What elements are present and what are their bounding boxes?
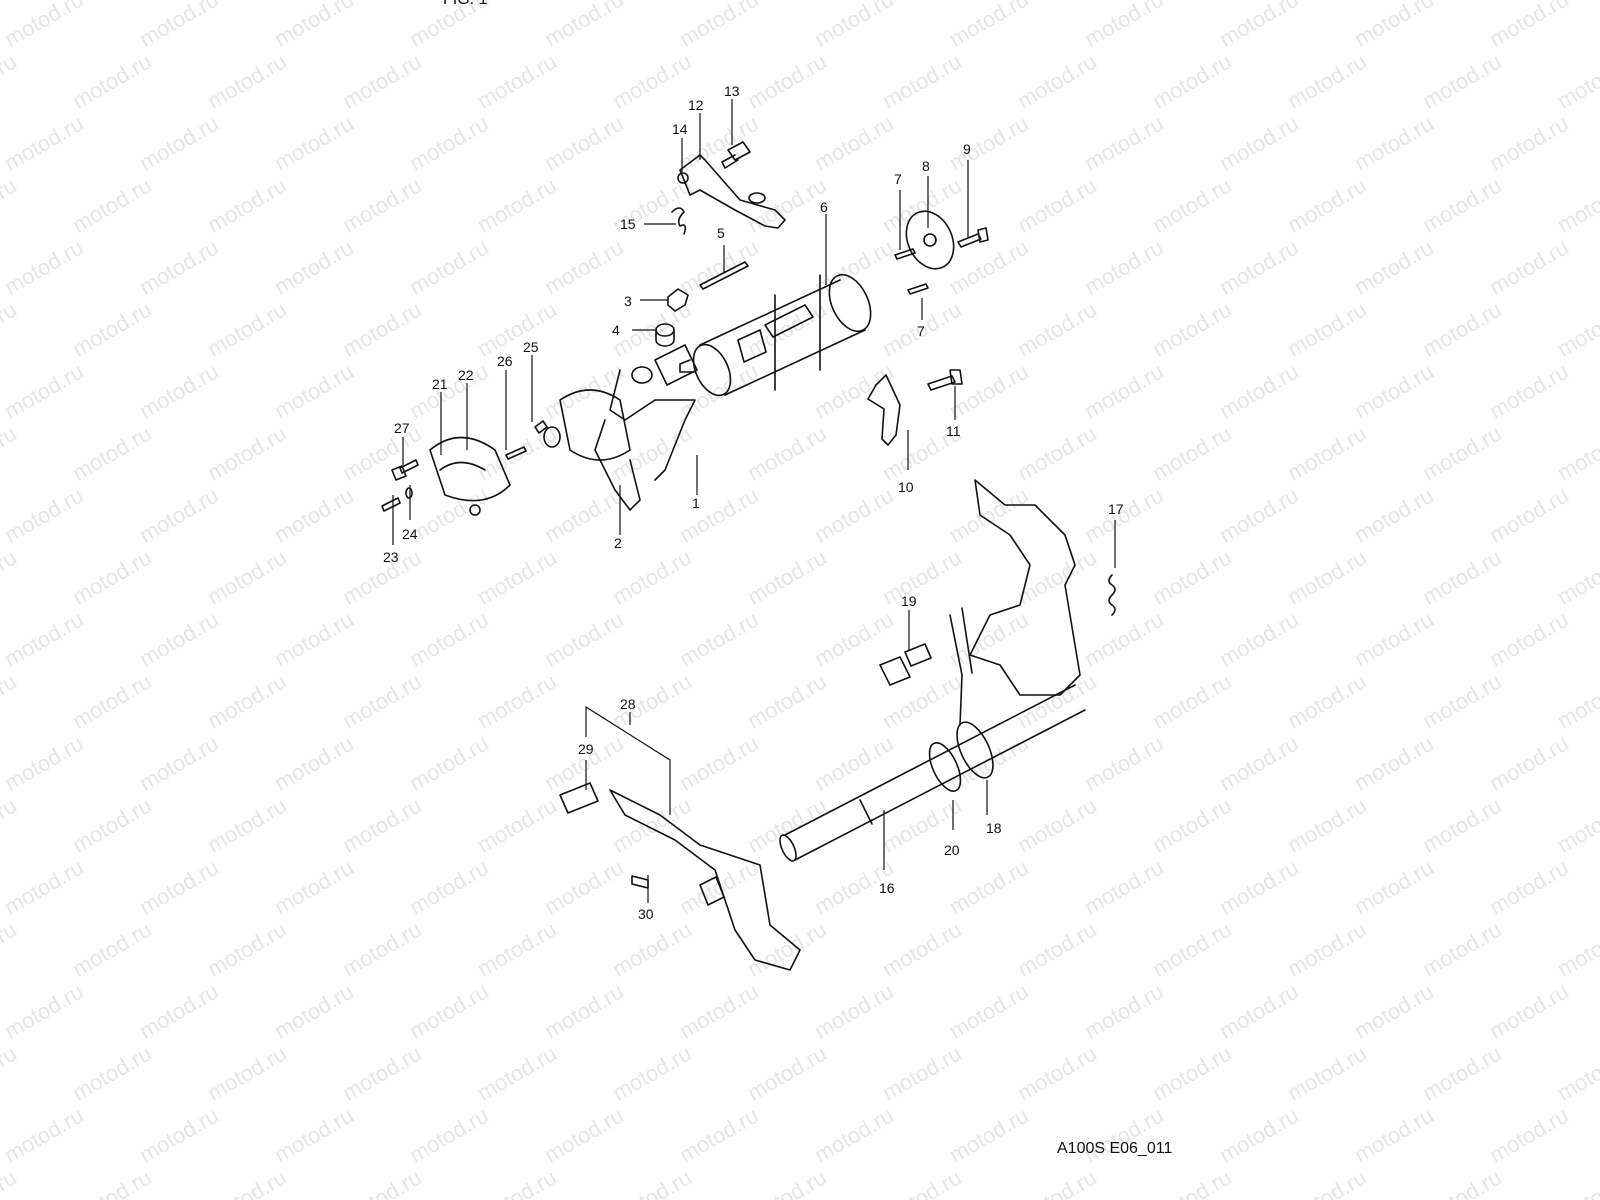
screw-23-drawing (381, 497, 401, 512)
part-label-22: 22 (458, 367, 474, 383)
pin-5-drawing (699, 261, 749, 290)
part-label-21: 21 (432, 376, 448, 392)
part-label-6: 6 (820, 199, 828, 215)
spring-17-drawing (1108, 574, 1116, 616)
leader-lines (392, 99, 1116, 903)
part-label-13: 13 (724, 83, 740, 99)
part-label-19: 19 (901, 593, 917, 609)
pin-7b-drawing (907, 283, 929, 295)
part-label-14: 14 (672, 121, 688, 137)
part-label-18: 18 (986, 820, 1002, 836)
part-label-26: 26 (497, 353, 513, 369)
cam-plate-8-drawing (905, 210, 955, 270)
part-label-24: 24 (402, 526, 418, 542)
part-label-7-bottom: 7 (917, 323, 925, 339)
part-label-5: 5 (717, 225, 725, 241)
pin-30-drawing (631, 875, 649, 889)
part-label-10: 10 (898, 479, 914, 495)
bolt-13-drawing (721, 141, 751, 169)
part-label-15: 15 (620, 216, 636, 232)
part-label-29: 29 (578, 741, 594, 757)
bolt-19-drawing (879, 643, 932, 686)
plate-10-drawing (867, 374, 901, 446)
shift-shaft-16-drawing (779, 684, 1086, 862)
stopper-arm-drawing (677, 154, 786, 229)
shift-forks-drawing (543, 344, 698, 511)
part-label-2: 2 (614, 535, 622, 551)
part-label-7-top: 7 (894, 171, 902, 187)
cam-drum-6-drawing (679, 273, 872, 397)
screw-26-drawing (505, 446, 527, 460)
part-label-3: 3 (624, 293, 632, 309)
part-label-16: 16 (879, 880, 895, 896)
sleeve-4-drawing (655, 323, 675, 347)
part-label-8: 8 (922, 158, 930, 174)
diagram-code: A100S E06_011 (1057, 1140, 1173, 1157)
washer-20-drawing (928, 742, 962, 792)
part-28-bracket (585, 705, 671, 815)
bolt-11-drawing (927, 369, 963, 391)
shift-arm-drawing (969, 479, 1081, 696)
spring-15-drawing (671, 207, 687, 235)
bolt-27-drawing (391, 459, 419, 481)
clip-25-drawing (534, 420, 548, 434)
part-label-27: 27 (394, 420, 410, 436)
part-label-9: 9 (963, 141, 971, 157)
part-label-25: 25 (523, 339, 539, 355)
cover-21-drawing (429, 436, 511, 516)
part-label-17: 17 (1108, 501, 1124, 517)
part-label-30: 30 (638, 906, 654, 922)
shift-fork-arm-drawing (949, 607, 973, 726)
part-label-12: 12 (688, 97, 704, 113)
part-label-11: 11 (946, 423, 961, 439)
stopper-3-drawing (667, 288, 689, 312)
pin-7a-drawing (894, 248, 916, 260)
washer-24-drawing (405, 487, 413, 499)
part-label-23: 23 (383, 549, 399, 565)
screw-9-drawing (957, 227, 989, 248)
part-label-4: 4 (612, 322, 620, 338)
shift-lever-28-drawing (559, 782, 801, 971)
part-label-20: 20 (944, 842, 960, 858)
part-label-1: 1 (692, 495, 700, 511)
washer-18-drawing (956, 721, 994, 779)
figure-title: FIG. 1 (443, 0, 487, 9)
part-label-28: 28 (620, 696, 636, 712)
